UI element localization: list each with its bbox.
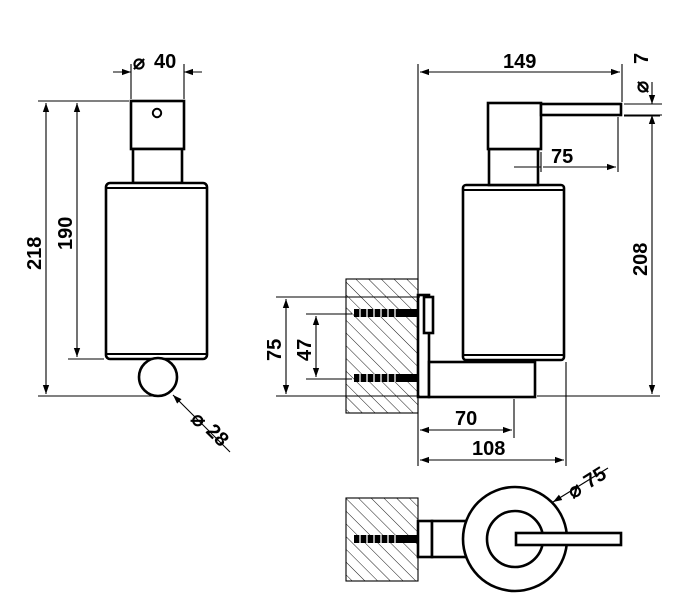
front-pump-stem xyxy=(131,147,184,185)
front-height-190-label: 190 xyxy=(55,217,77,250)
front-diameter-40-label: 40 xyxy=(154,51,176,73)
side-height-208-label: 208 xyxy=(630,243,652,276)
top-wall-plate xyxy=(416,519,434,559)
side-nozzle-7-label: 7 xyxy=(631,53,653,64)
top-nozzle xyxy=(514,531,623,547)
side-depth-108-label: 108 xyxy=(472,438,505,460)
side-view: 149 ⌀ 7 75 208 75 47 70 108 xyxy=(264,51,662,466)
top-view: ⌀ 75 xyxy=(345,463,623,593)
side-wall-plate xyxy=(416,293,431,399)
front-pump-hole xyxy=(151,107,163,119)
front-knob-leader xyxy=(172,394,231,453)
front-height-218-label: 218 xyxy=(24,237,46,270)
side-pump-head xyxy=(486,101,543,151)
front-container-body xyxy=(104,181,209,361)
side-wall-section xyxy=(345,278,419,414)
top-screw xyxy=(354,535,418,543)
front-knob xyxy=(137,356,179,398)
front-view: ⌀ 40 218 190 ⌀ 28 xyxy=(24,51,233,453)
side-depth-70-label: 70 xyxy=(455,408,477,430)
side-spacing-75-label: 75 xyxy=(264,339,286,361)
side-spacing-47-label: 47 xyxy=(294,339,316,361)
top-ring-leader xyxy=(552,467,609,503)
top-ring-diameter-label: 75 xyxy=(580,463,611,493)
side-width-149-label: 149 xyxy=(503,51,536,73)
side-upper-screw xyxy=(354,309,418,317)
side-container-body xyxy=(461,183,566,362)
side-lower-screw xyxy=(354,374,418,382)
front-diameter-40-symbol: ⌀ xyxy=(133,52,145,74)
side-plate-clip xyxy=(422,295,435,335)
side-nozzle-75-label: 75 xyxy=(551,146,573,168)
side-nozzle-7-symbol: ⌀ xyxy=(631,81,653,93)
side-base-arm xyxy=(427,360,537,399)
side-nozzle xyxy=(539,102,623,117)
front-knob-diameter-label: 28 xyxy=(201,420,232,451)
top-ring-diameter-symbol: ⌀ xyxy=(564,478,586,503)
